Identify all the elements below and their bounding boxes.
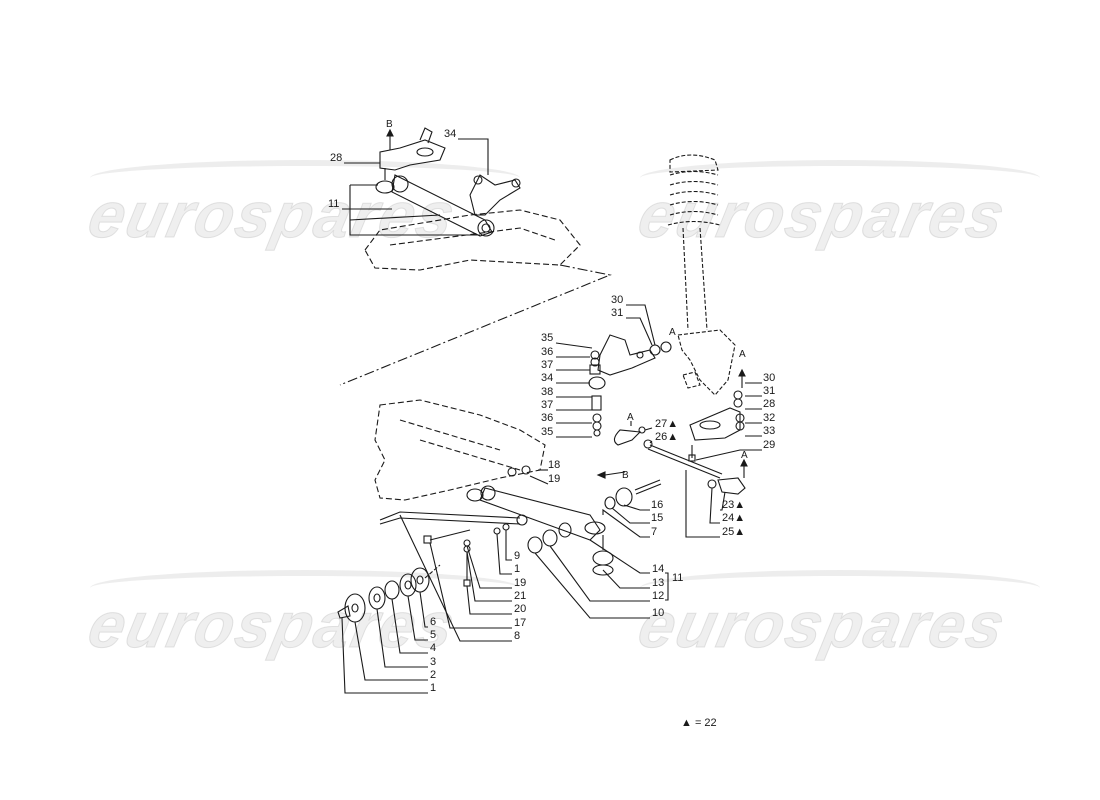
legend-text: = 22 [694, 717, 717, 729]
part-label-l10: 10 [652, 607, 665, 619]
part-label-l28_top: 28 [330, 152, 343, 164]
part-label-l25: 25▲ [722, 526, 746, 538]
part-label-l14: 14 [652, 563, 665, 575]
part-label-l37_a: 37 [541, 359, 554, 371]
watermark-swoosh [90, 570, 520, 606]
part-label-l30_a: 30 [611, 294, 624, 306]
lower-subframe [374, 399, 546, 501]
part-label-l35_a: 35 [541, 332, 554, 344]
part-label-l26: 26▲ [655, 431, 679, 443]
part-label-l23: 23▲ [722, 499, 746, 511]
part-label-l8: 8 [514, 630, 521, 642]
part-label-l11_top: 11 [328, 198, 340, 210]
part-label-l12: 12 [652, 590, 665, 602]
part-label-l19_b: 19 [514, 577, 527, 589]
part-label-l36_a: 36 [541, 346, 554, 358]
part-label-l3: 3 [430, 656, 437, 668]
section-marker-b: B [386, 119, 393, 130]
part-label-l18: 18 [548, 459, 561, 471]
part-label-l35_b: 35 [541, 426, 554, 438]
svg-text:A: A [739, 349, 746, 360]
part-label-l1_mid: 1 [514, 563, 521, 575]
part-label-l1_low: 1 [430, 682, 437, 694]
lower-right-arm [685, 368, 762, 538]
part-label-l6: 6 [430, 616, 437, 628]
part-label-l34_top: 34 [444, 128, 457, 140]
part-label-l31_b: 31 [763, 385, 776, 397]
svg-text:A: A [741, 450, 748, 461]
part-label-l9: 9 [514, 550, 521, 562]
part-label-l29: 29 [763, 439, 776, 451]
lower-control-arm [379, 465, 669, 642]
watermark-swoosh [640, 160, 1040, 196]
part-label-l2: 2 [430, 669, 437, 681]
strut-assembly [667, 154, 736, 396]
link-stack [555, 304, 723, 479]
watermark-swoosh [640, 570, 1040, 606]
part-label-l37_b: 37 [541, 399, 554, 411]
part-label-l4: 4 [430, 642, 437, 654]
svg-text:B: B [622, 470, 629, 481]
triangle-icon: ▲ [681, 717, 692, 729]
part-label-l34_a: 34 [541, 372, 554, 384]
watermark-swoosh [90, 160, 520, 196]
legend: ▲ = 22 [681, 717, 717, 729]
part-label-l16: 16 [651, 499, 664, 511]
part-label-l11_b: 11 [672, 572, 684, 584]
part-label-l30_b: 30 [763, 372, 776, 384]
part-label-l15: 15 [651, 512, 664, 524]
upper-assembly [342, 127, 581, 271]
part-label-l32: 32 [763, 412, 776, 424]
part-label-l31_a: 31 [611, 307, 624, 319]
part-label-l20: 20 [514, 603, 527, 615]
part-label-l28_b: 28 [763, 398, 776, 410]
part-label-l24: 24▲ [722, 512, 746, 524]
part-label-l36_b: 36 [541, 412, 554, 424]
part-label-l21: 21 [514, 590, 527, 602]
part-label-l38: 38 [541, 386, 554, 398]
part-label-l17: 17 [514, 617, 527, 629]
part-label-l19_a: 19 [548, 473, 561, 485]
part-label-l13: 13 [652, 577, 665, 589]
part-label-l5: 5 [430, 629, 437, 641]
part-label-l33: 33 [763, 425, 776, 437]
part-label-l27: 27▲ [655, 418, 679, 430]
svg-text:A: A [627, 412, 634, 423]
part-label-l7: 7 [651, 526, 658, 538]
svg-text:A: A [669, 327, 676, 338]
bushing-stack [337, 564, 441, 694]
